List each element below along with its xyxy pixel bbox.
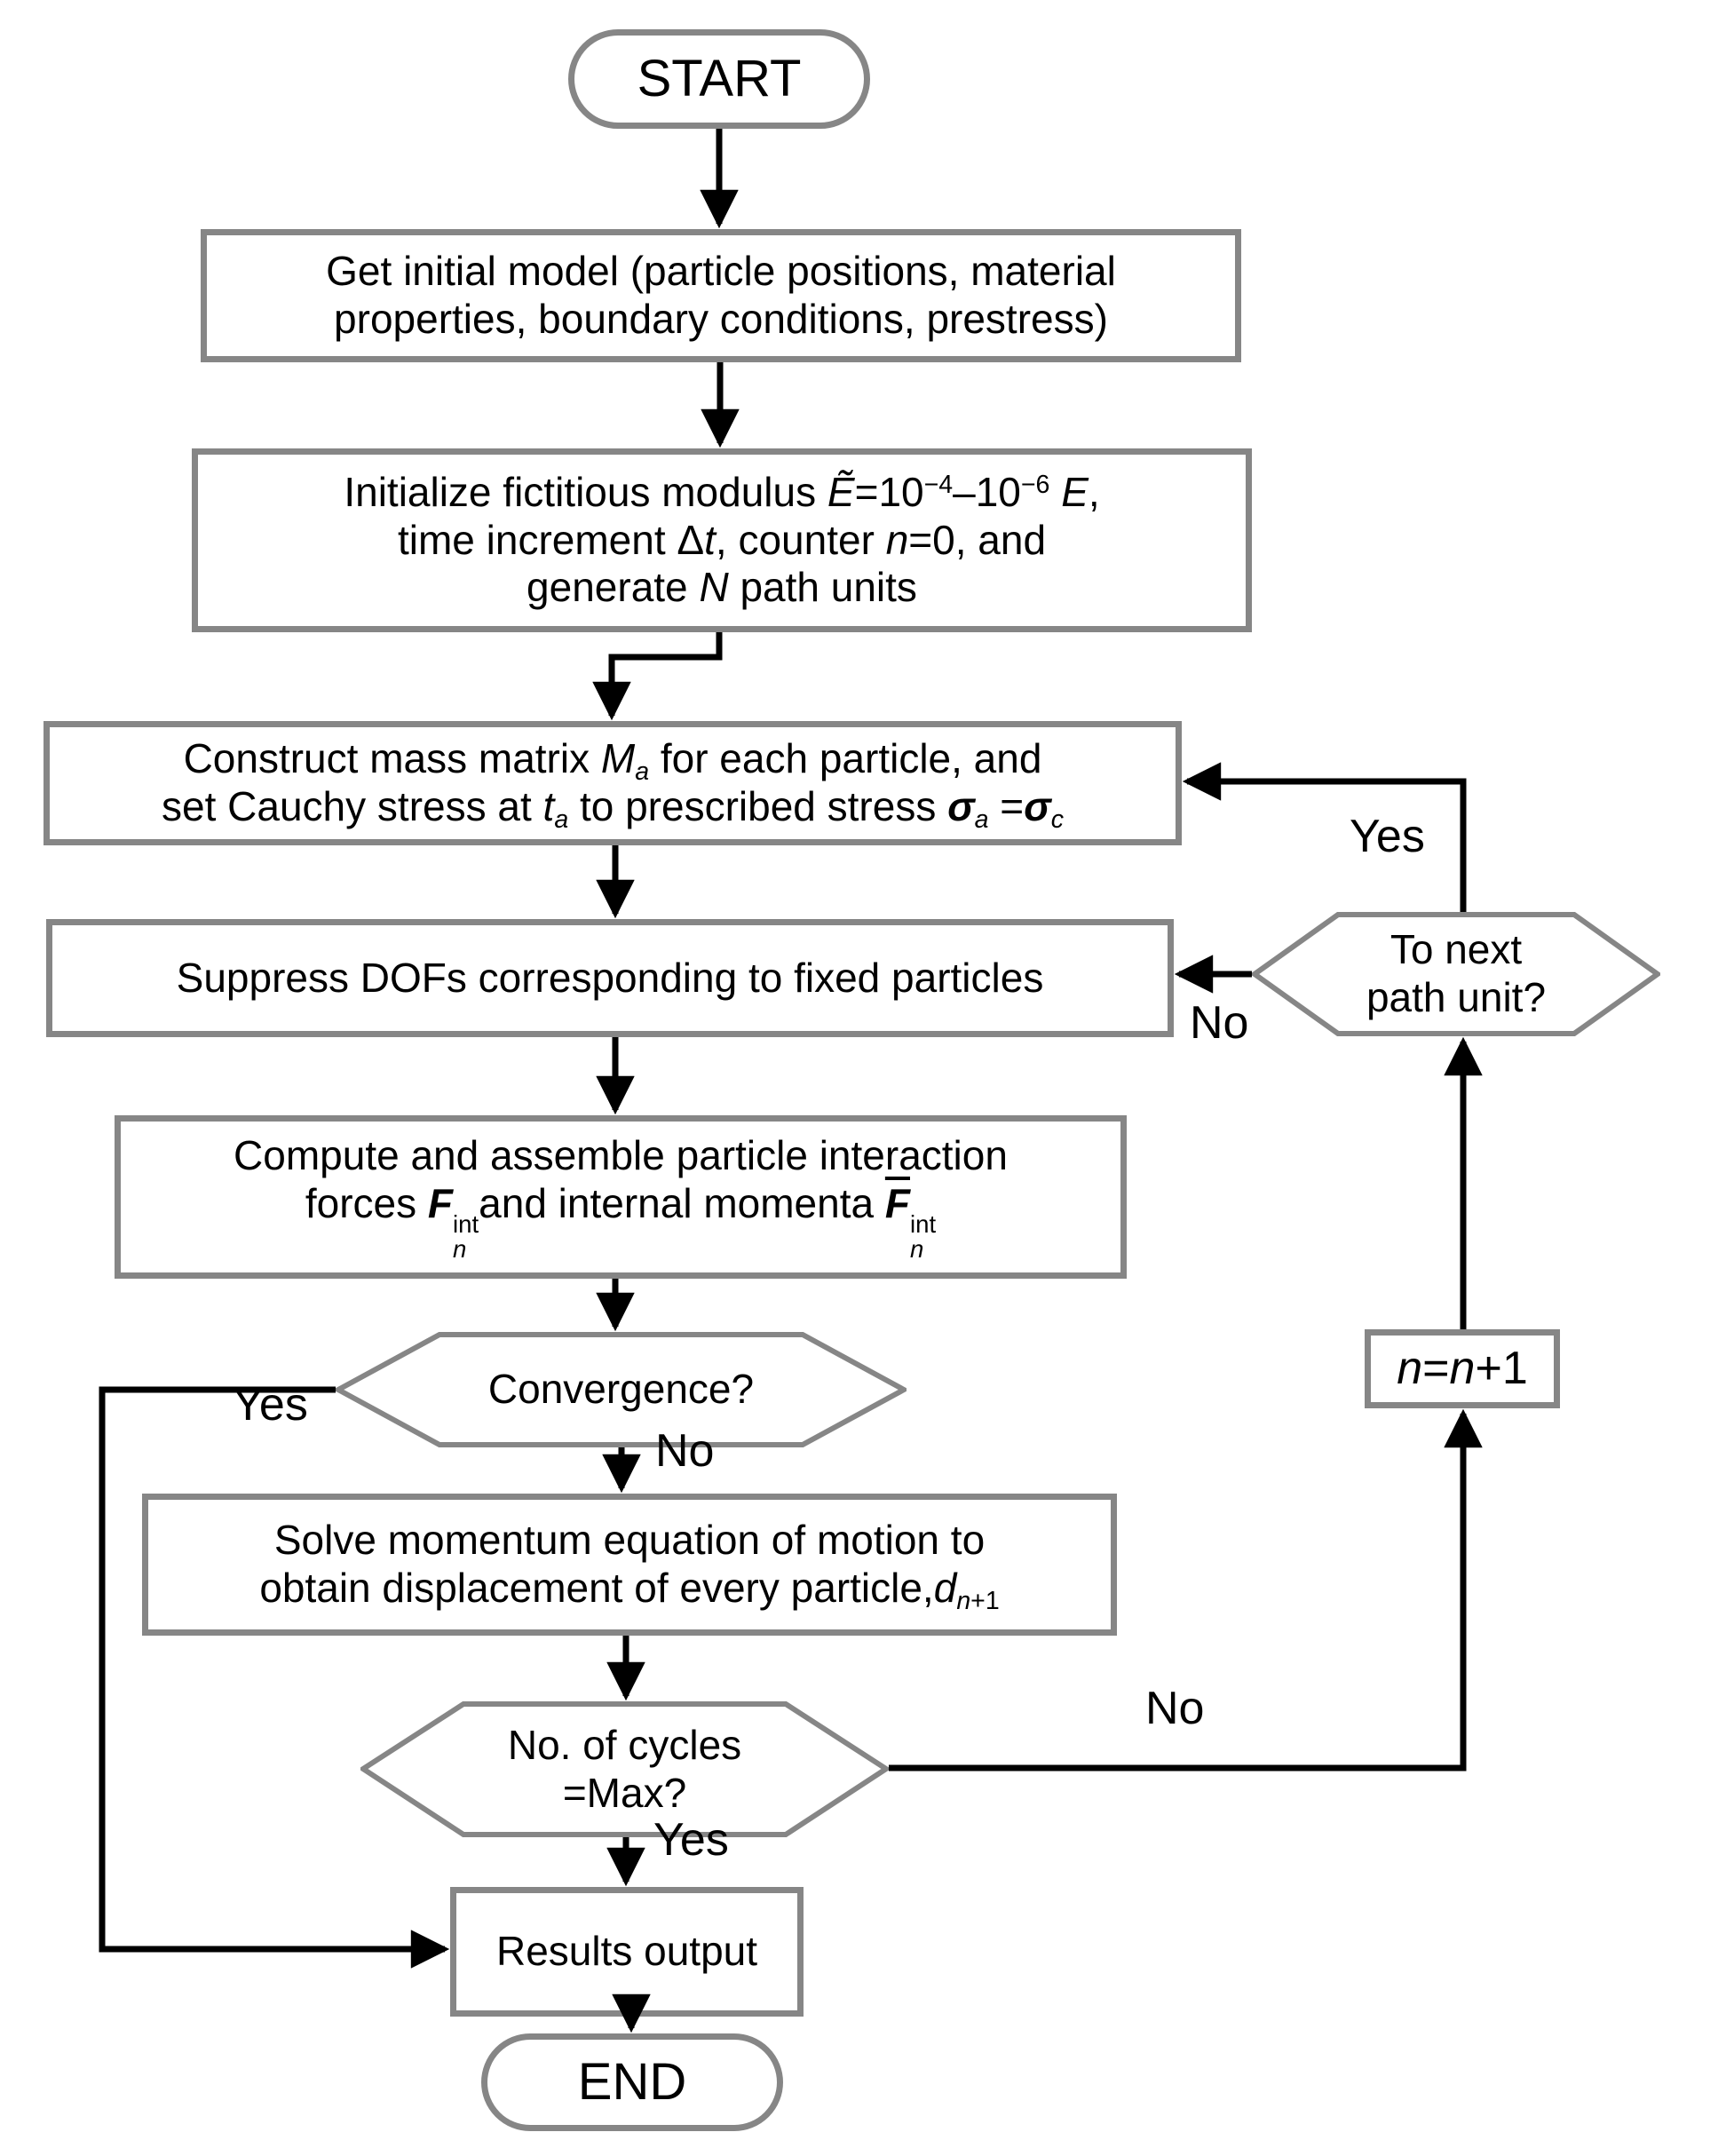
process-increment-n: n=n+1	[1365, 1329, 1560, 1408]
hexagon-shape	[360, 1701, 889, 1837]
process-initialize-modulus: Initialize fictitious modulus Ẽ=10−4–10−…	[192, 448, 1252, 632]
edge-convergence-yes-to-results	[99, 1386, 450, 1969]
process-construct-mass-matrix: Construct mass matrix Ma for each partic…	[44, 721, 1182, 845]
decision-convergence-label: Convergence?	[487, 1366, 755, 1413]
label-cycles-yes: Yes	[653, 1814, 729, 1866]
decision-cycles-max: No. of cycles=Max?	[360, 1701, 889, 1837]
edge-box2-to-box3	[592, 632, 723, 721]
start-terminal: START	[568, 29, 870, 129]
process-results-output: Results output	[450, 1887, 804, 2017]
label-path-unit-no: No	[1190, 997, 1249, 1049]
label-convergence-no: No	[655, 1425, 715, 1477]
decision-convergence: Convergence?	[336, 1332, 907, 1447]
process-suppress-dofs: Suppress DOFs corresponding to fixed par…	[46, 919, 1174, 1037]
hexagon-shape	[1252, 912, 1660, 1036]
label-convergence-yes: Yes	[233, 1379, 308, 1431]
label-cycles-no: No	[1145, 1683, 1205, 1734]
label-path-unit-yes: Yes	[1350, 811, 1425, 862]
process-compute-forces: Compute and assemble particle interactio…	[115, 1115, 1127, 1279]
end-terminal: END	[481, 2033, 783, 2131]
process-get-initial-model: Get initial model (particle positions, m…	[201, 229, 1241, 362]
decision-cycles-max-label: No. of cycles=Max?	[507, 1721, 742, 1816]
